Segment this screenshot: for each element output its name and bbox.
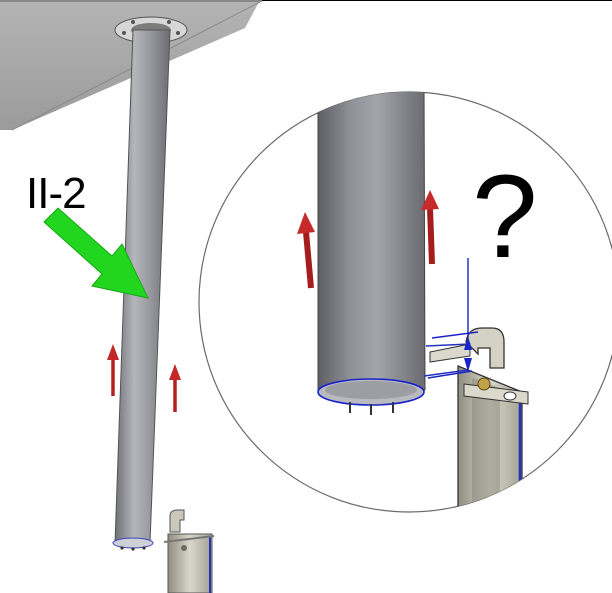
question-mark: ?: [472, 151, 538, 283]
detail-magnifier: [198, 91, 612, 513]
wall-bracket-small: [163, 509, 215, 593]
red-up-arrow-icon: [421, 190, 439, 265]
red-up-arrow-icon: [169, 364, 181, 412]
green-pointer-arrow-icon: [43, 207, 149, 299]
gap-dimension: [427, 258, 479, 379]
red-up-arrow-icon: [297, 212, 315, 289]
top-border: [0, 0, 612, 1]
step-label: II-2: [26, 169, 87, 218]
red-up-arrow-icon: [107, 344, 119, 396]
